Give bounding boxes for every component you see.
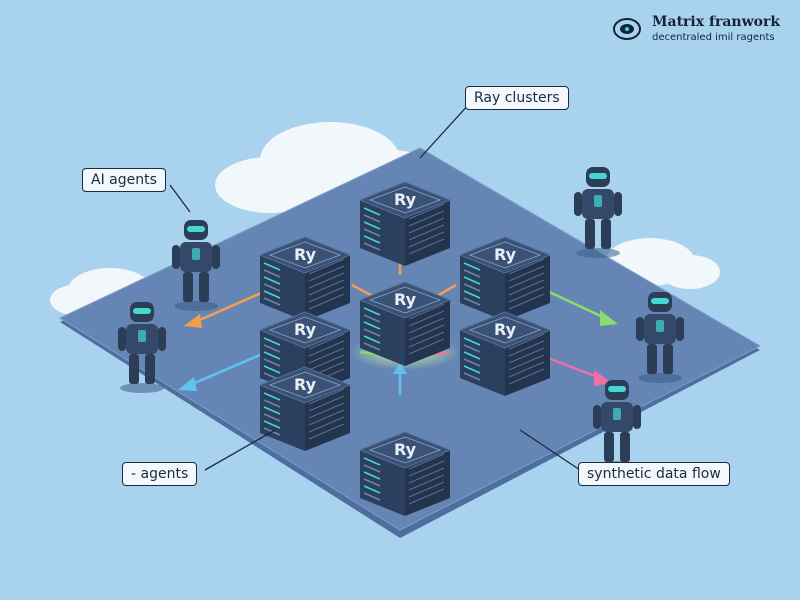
ai-agent-robot-icon	[574, 167, 622, 258]
ray-logo-text: Ry	[294, 320, 317, 339]
ai-agent-group	[118, 167, 684, 471]
ray-logo-text: Ry	[394, 290, 417, 309]
brand-header: Matrix franwork decentraled imil ragents	[612, 14, 792, 48]
ray-logo-text: Ry	[294, 375, 317, 394]
ray-cluster-server: Ry	[358, 181, 452, 266]
ray-logo-text: Ry	[394, 190, 417, 209]
ray-logo-text: Ry	[394, 440, 417, 459]
ray-cluster-server: Ry	[358, 431, 452, 516]
brand-subtitle: decentraled imil ragents	[652, 32, 775, 43]
ray-cluster-server: Ry	[258, 236, 352, 321]
ai-agents-label: AI agents	[82, 168, 166, 192]
ray-logo-text: Ry	[494, 320, 517, 339]
ray-cluster-server: Ry	[458, 236, 552, 321]
ai-agent-robot-icon	[593, 380, 641, 471]
agents-label: - agents	[122, 462, 198, 486]
ai-agent-robot-icon	[636, 292, 684, 383]
ray-cluster-server: Ry	[458, 311, 552, 396]
ray-cluster-server: Ry	[358, 281, 452, 366]
synthetic-data-flow-label: synthetic data flow	[578, 462, 730, 486]
ray-logo-text: Ry	[494, 245, 517, 264]
ai-agent-robot-icon	[172, 220, 220, 311]
brand-title: Matrix franwork	[652, 14, 781, 30]
callout-lines	[169, 102, 581, 471]
ai-agent-robot-icon	[118, 302, 166, 393]
ray-clusters-label: Ray clusters	[465, 86, 569, 110]
ray-logo-text: Ry	[294, 245, 317, 264]
ray-cluster-server: Ry	[258, 366, 352, 451]
network-logo-icon	[613, 18, 641, 40]
